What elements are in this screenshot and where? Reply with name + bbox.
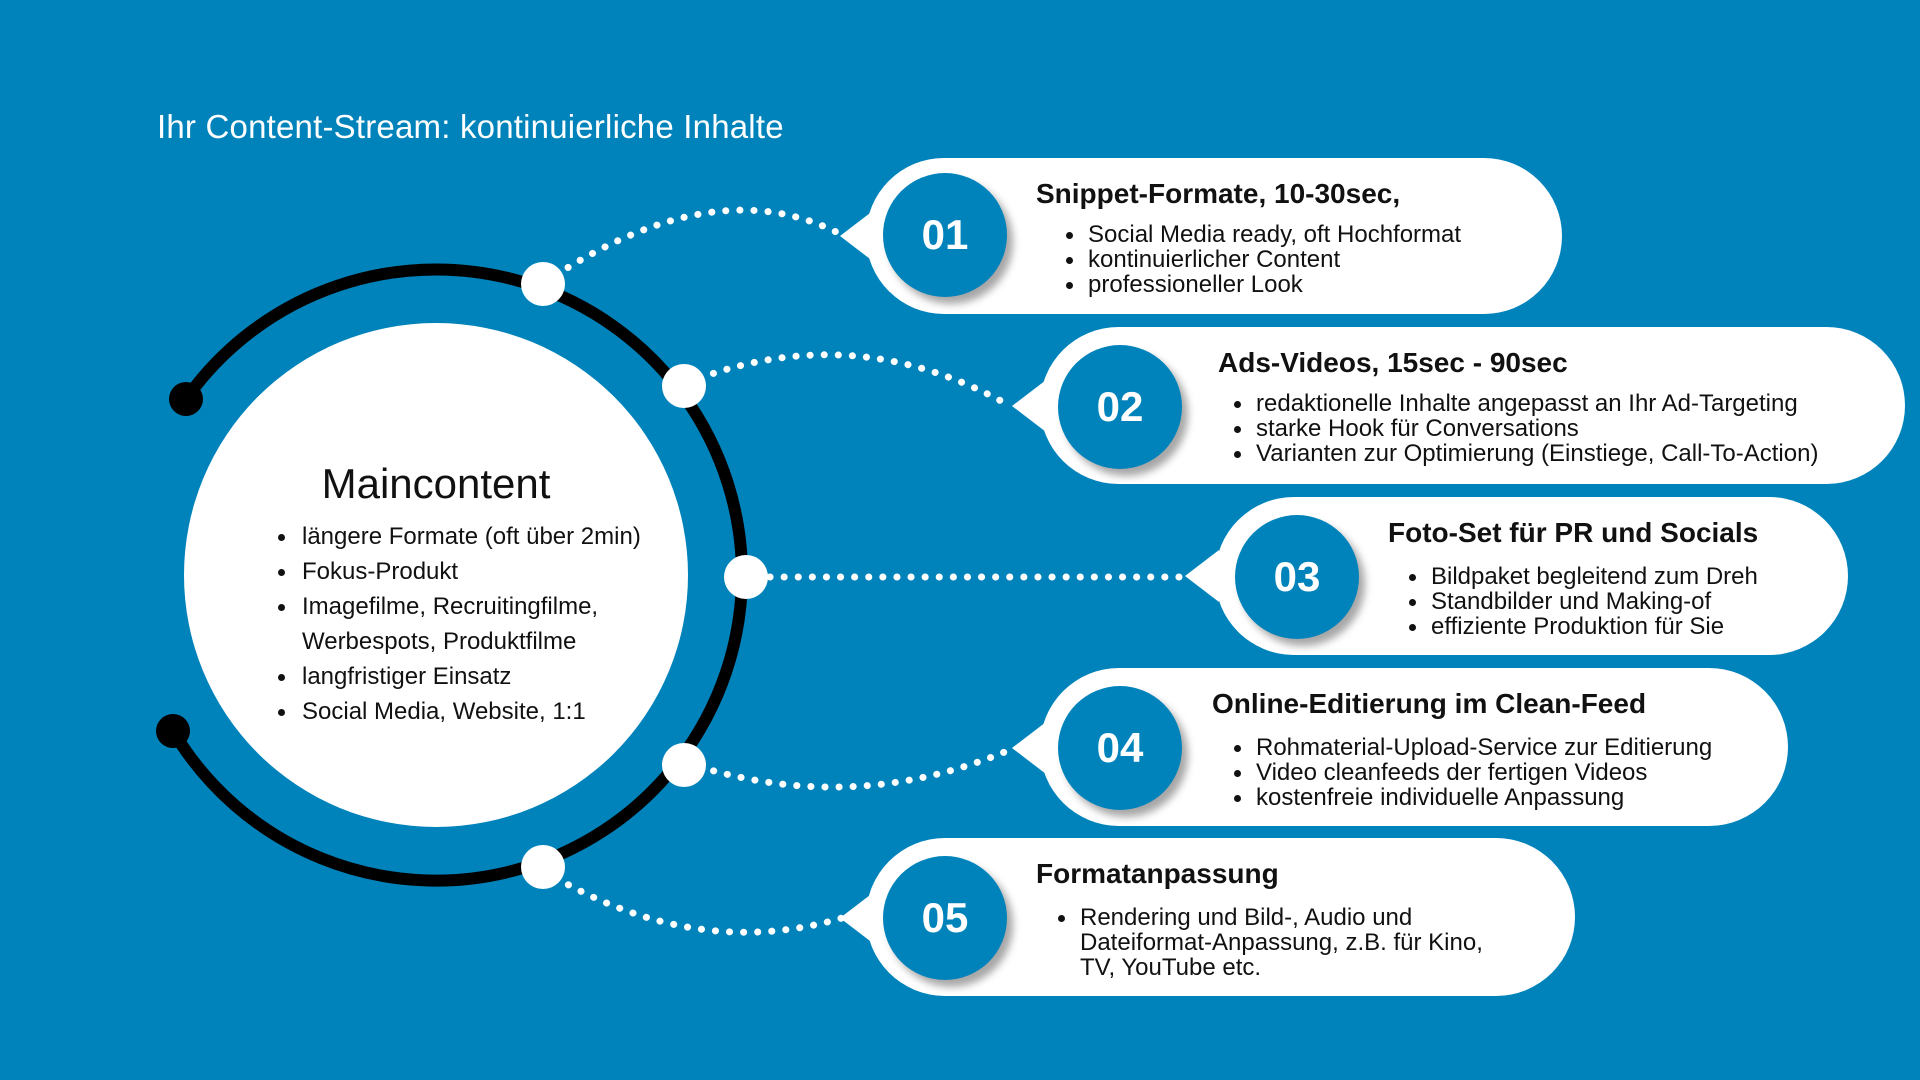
card-title-02: Ads-Videos, 15sec - 90sec — [1218, 347, 1568, 378]
arc-node-01 — [521, 262, 565, 306]
connector-01 — [552, 206, 846, 279]
maincontent-item: Social Media, Website, 1:1 — [278, 694, 641, 729]
card-title-04: Online-Editierung im Clean-Feed — [1212, 688, 1647, 719]
card-item: professioneller Look — [1064, 272, 1461, 297]
maincontent-item: Fokus-Produkt — [278, 554, 641, 589]
card-pointer — [840, 892, 874, 944]
card-02: 02 Ads-Videos, 15sec - 90sec redaktionel… — [1012, 327, 1905, 484]
card-05: 05 Formatanpassung Rendering und Bild-, … — [840, 838, 1575, 996]
arc-node-02 — [662, 364, 706, 408]
card-item-continued: TV, YouTube etc. — [1080, 954, 1262, 981]
arc-node-05 — [521, 845, 565, 889]
card-pointer — [1012, 380, 1046, 432]
number-badge-01: 01 — [883, 173, 1007, 297]
arc-node-04 — [662, 743, 706, 787]
maincontent-item-continued: Werbespots, Produktfilme — [302, 628, 577, 655]
card-pointer — [1185, 550, 1219, 602]
card-title-03: Foto-Set für PR und Socials — [1388, 517, 1759, 548]
card-item: redaktionelle Inhalte angepasst an Ihr A… — [1232, 391, 1818, 416]
card-list-02: redaktionelle Inhalte angepasst an Ihr A… — [1232, 391, 1818, 466]
card-item: effiziente Produktion für Sie — [1407, 614, 1758, 639]
card-pointer — [1012, 722, 1046, 774]
maincontent-item: Imagefilme, Recruitingfilme, — [278, 589, 641, 624]
card-04: 04 Online-Editierung im Clean-Feed Rohma… — [1012, 668, 1788, 826]
card-item: Video cleanfeeds der fertigen Videos — [1232, 760, 1712, 785]
card-list-03: Bildpaket begleitend zum Dreh Standbilde… — [1407, 564, 1758, 639]
number-badge-05: 05 — [883, 856, 1007, 980]
arc-end-dot-bottom — [156, 714, 190, 748]
card-03: 03 Foto-Set für PR und Socials Bildpaket… — [1185, 497, 1848, 655]
card-item: Bildpaket begleitend zum Dreh — [1407, 564, 1758, 589]
maincontent-circle: Maincontent längere Formate (oft über 2m… — [184, 323, 688, 827]
card-item: Varianten zur Optimierung (Einstiege, Ca… — [1232, 441, 1818, 466]
connector-04 — [696, 744, 1018, 791]
connector-02 — [696, 351, 1016, 411]
card-pointer — [840, 210, 874, 262]
maincontent-item: längere Formate (oft über 2min) — [278, 519, 641, 554]
card-title-05: Formatanpassung — [1036, 858, 1279, 889]
arc-end-dot-top — [169, 382, 203, 416]
card-list-04: Rohmaterial-Upload-Service zur Editierun… — [1232, 735, 1712, 810]
card-item: kostenfreie individuelle Anpassung — [1232, 785, 1712, 810]
card-title-01: Snippet-Formate, 10-30sec, — [1036, 178, 1401, 209]
arc-node-03 — [724, 555, 768, 599]
card-item: Rohmaterial-Upload-Service zur Editierun… — [1232, 735, 1712, 760]
number-badge-04: 04 — [1058, 686, 1182, 810]
number-badge-02: 02 — [1058, 345, 1182, 469]
card-list-05: Rendering und Bild-, Audio und Dateiform… — [1056, 905, 1483, 980]
card-item-continued: Dateiformat-Anpassung, z.B. für Kino, — [1080, 929, 1483, 956]
card-list-01: Social Media ready, oft Hochformat konti… — [1064, 222, 1461, 297]
card-01: 01 Snippet-Formate, 10-30sec, Social Med… — [840, 158, 1562, 314]
number-badge-03: 03 — [1235, 515, 1359, 639]
card-item: starke Hook für Conversations — [1232, 416, 1818, 441]
connector-05 — [552, 874, 846, 936]
card-item: Standbilder und Making-of — [1407, 589, 1758, 614]
maincontent-list: längere Formate (oft über 2min) Fokus-Pr… — [278, 519, 641, 729]
page-title: Ihr Content-Stream: kontinuierliche Inha… — [157, 108, 784, 145]
card-item: Rendering und Bild-, Audio und — [1056, 905, 1483, 930]
card-item: kontinuierlicher Content — [1064, 247, 1461, 272]
maincontent-title: Maincontent — [321, 460, 551, 507]
maincontent-item: langfristiger Einsatz — [278, 659, 641, 694]
card-item: Social Media ready, oft Hochformat — [1064, 222, 1461, 247]
